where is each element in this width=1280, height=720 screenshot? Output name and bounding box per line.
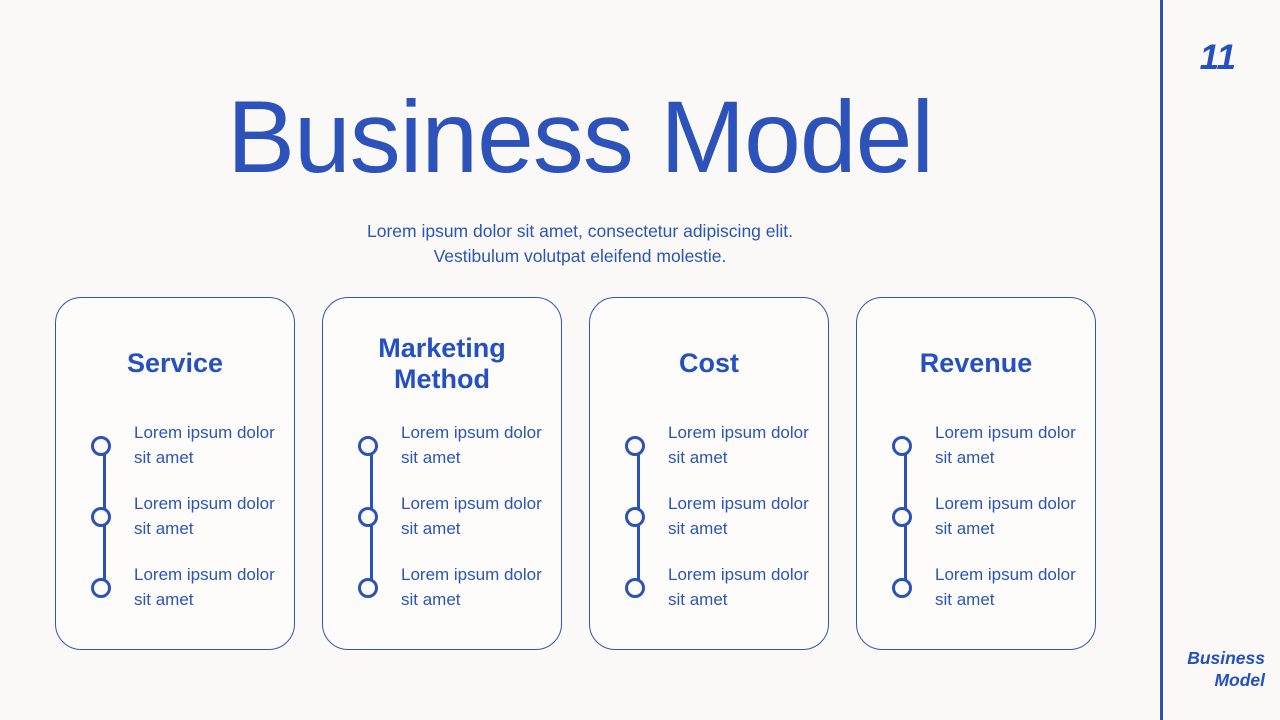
timeline: Lorem ipsum dolor sit amet Lorem ipsum d… [91, 410, 294, 623]
list-item-text: Lorem ipsum dolor sit amet [935, 422, 1076, 467]
list-item-text: Lorem ipsum dolor sit amet [401, 564, 542, 609]
page-title: Business Model [226, 80, 934, 194]
list-item: Lorem ipsum dolor sit amet [91, 552, 294, 623]
bullet-circle-icon [625, 506, 645, 527]
page-subtitle: Lorem ipsum dolor sit amet, consectetur … [366, 221, 794, 267]
list-item: Lorem ipsum dolor sit amet [358, 410, 561, 481]
card-marketing-method: Marketing Method Lorem ipsum dolor sit a… [322, 297, 562, 650]
page-number: 11 [1199, 38, 1236, 77]
list-item-text: Lorem ipsum dolor sit amet [134, 493, 275, 538]
list-item: Lorem ipsum dolor sit amet [625, 410, 828, 481]
list-item: Lorem ipsum dolor sit amet [625, 552, 828, 623]
bullet-circle-icon [625, 577, 645, 598]
list-item: Lorem ipsum dolor sit amet [625, 481, 828, 552]
card-heading: Cost [679, 348, 739, 379]
slide-footer-label: Business Model [1187, 647, 1265, 691]
list-item: Lorem ipsum dolor sit amet [358, 481, 561, 552]
card-service: Service Lorem ipsum dolor sit amet Lorem… [55, 297, 295, 650]
vertical-divider [1160, 0, 1163, 720]
list-item: Lorem ipsum dolor sit amet [892, 481, 1095, 552]
bullet-circle-icon [892, 506, 912, 527]
timeline: Lorem ipsum dolor sit amet Lorem ipsum d… [892, 410, 1095, 623]
timeline: Lorem ipsum dolor sit amet Lorem ipsum d… [358, 410, 561, 623]
bullet-circle-icon [91, 435, 111, 456]
list-item: Lorem ipsum dolor sit amet [91, 410, 294, 481]
bullet-circle-icon [892, 577, 912, 598]
list-item-text: Lorem ipsum dolor sit amet [668, 493, 809, 538]
slide-canvas: Business Model Lorem ipsum dolor sit ame… [55, 80, 1096, 650]
list-item-text: Lorem ipsum dolor sit amet [134, 422, 275, 467]
card-heading: Marketing Method [378, 332, 506, 394]
bullet-circle-icon [91, 506, 111, 527]
list-item-text: Lorem ipsum dolor sit amet [935, 493, 1076, 538]
list-item: Lorem ipsum dolor sit amet [358, 552, 561, 623]
cards-row: Service Lorem ipsum dolor sit amet Lorem… [55, 297, 1096, 650]
list-item-text: Lorem ipsum dolor sit amet [134, 564, 275, 609]
list-item: Lorem ipsum dolor sit amet [91, 481, 294, 552]
card-heading: Revenue [919, 348, 1033, 379]
side-panel: 11 Business Model [1163, 0, 1280, 720]
list-item-text: Lorem ipsum dolor sit amet [401, 422, 542, 467]
bullet-circle-icon [625, 435, 645, 456]
card-revenue: Revenue Lorem ipsum dolor sit amet Lorem… [856, 297, 1096, 650]
bullet-circle-icon [358, 435, 378, 456]
list-item-text: Lorem ipsum dolor sit amet [668, 564, 809, 609]
card-cost: Cost Lorem ipsum dolor sit amet Lorem ip… [589, 297, 829, 650]
list-item: Lorem ipsum dolor sit amet [892, 552, 1095, 623]
bullet-circle-icon [358, 506, 378, 527]
bullet-circle-icon [358, 577, 378, 598]
bullet-circle-icon [91, 577, 111, 598]
timeline: Lorem ipsum dolor sit amet Lorem ipsum d… [625, 410, 828, 623]
card-heading: Service [126, 348, 224, 379]
list-item: Lorem ipsum dolor sit amet [892, 410, 1095, 481]
list-item-text: Lorem ipsum dolor sit amet [668, 422, 809, 467]
bullet-circle-icon [892, 435, 912, 456]
list-item-text: Lorem ipsum dolor sit amet [935, 564, 1076, 609]
list-item-text: Lorem ipsum dolor sit amet [401, 493, 542, 538]
